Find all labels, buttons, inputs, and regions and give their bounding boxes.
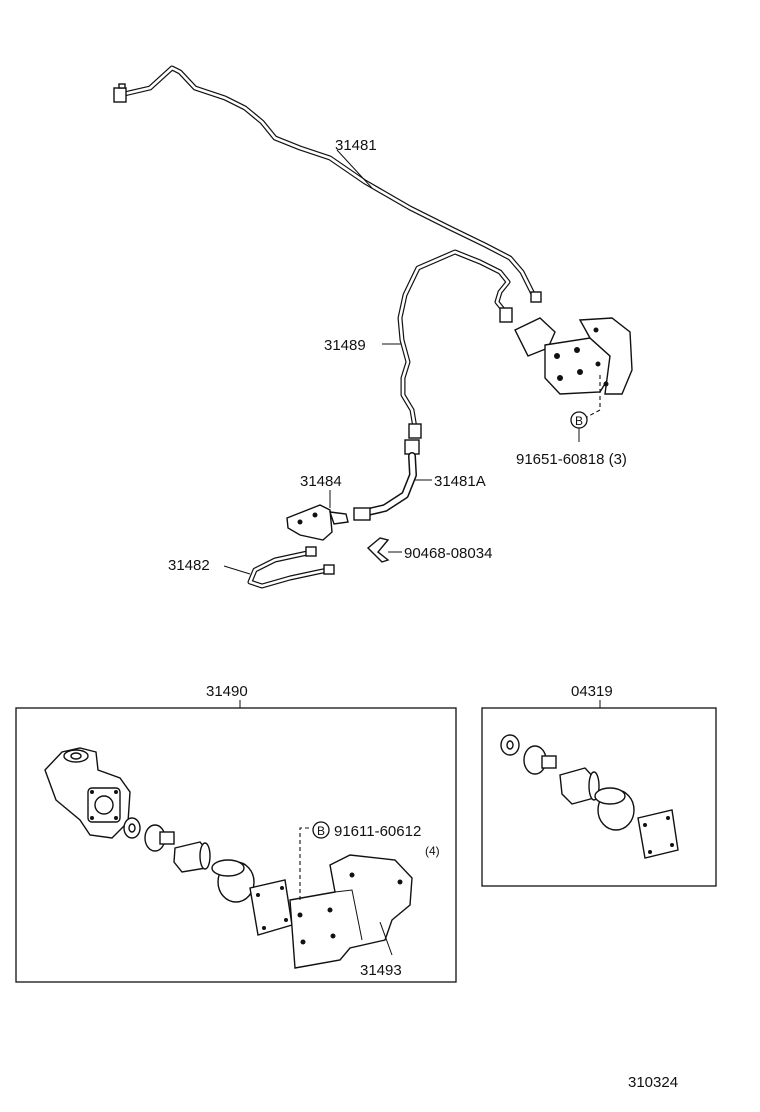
svg-text:B: B [575,414,583,428]
label-31490: 31490 [206,683,248,700]
diagram-code: 310324 [628,1074,678,1091]
label-31489: 31489 [324,337,366,354]
bolt-marker-lower: B [312,821,330,839]
kit-gasket-plate[interactable] [637,809,679,859]
mounting-bracket-31493[interactable] [289,854,413,969]
svg-text:B: B [317,824,325,838]
flexible-hose-31481a[interactable] [353,439,420,521]
label-04319: 04319 [571,683,613,700]
assembly-31490-box [15,707,457,983]
label-31481: 31481 [335,137,377,154]
label-91611-qty: (4) [425,844,440,858]
label-31482: 31482 [168,557,210,574]
label-91651-60818: 91651-60818 (3) [516,451,627,468]
piston-boot[interactable] [211,859,255,903]
label-31493: 31493 [360,962,402,979]
bolt-leader-upper [584,375,601,419]
label-91611-60612: 91611-60612 [334,823,421,840]
gasket-plate[interactable] [249,879,293,936]
bolt-leader-lower [299,827,312,900]
leader-31482 [223,565,251,575]
piston-cup[interactable] [144,824,175,852]
cylinder-seal-ring[interactable] [123,817,141,839]
label-31481a: 31481A [434,473,486,490]
kit-piston[interactable] [559,767,600,805]
master-cylinder-body[interactable] [44,747,131,839]
label-31484: 31484 [300,473,342,490]
proportioning-valve-bracket[interactable] [514,317,633,395]
bracket-31484[interactable] [286,504,349,541]
leader-31493 [379,921,393,956]
clip-90468[interactable] [366,537,390,563]
repair-kit-04319-box [481,707,717,887]
brake-tube-31481[interactable] [113,65,542,303]
brake-tube-31489[interactable] [397,249,513,439]
bolt-marker-upper: B [570,411,588,429]
brake-tube-31482[interactable] [247,546,335,589]
kit-piston-boot[interactable] [594,787,635,831]
piston[interactable] [173,841,211,873]
leader-31481 [336,149,373,189]
kit-piston-cup[interactable] [523,745,557,775]
kit-seal-ring[interactable] [500,734,520,756]
label-90468-08034: 90468-08034 [404,545,492,562]
